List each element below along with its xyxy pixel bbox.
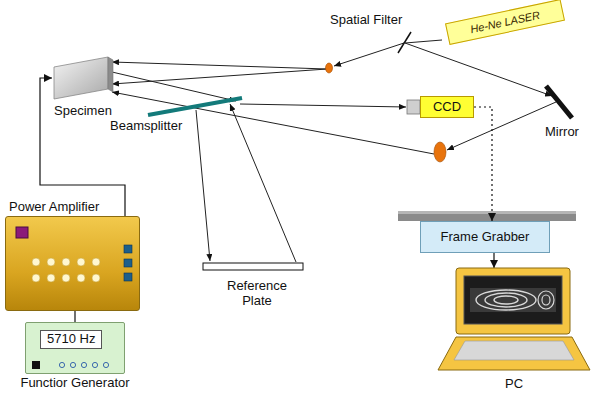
caption-text: PC [505,377,523,392]
pc-illustration [438,268,590,374]
heading-text: Power Amplifier [9,200,99,215]
power-amplifier: Power Amplifier [5,216,140,311]
amp-illustration [6,217,139,310]
beam-splitter-small [398,32,411,53]
part-label: Mirror [545,125,579,140]
frame-grabber-shelf [398,211,576,221]
function-generator: 5710 HzFunctior Generator [25,322,125,374]
part-label: Beamsplitter [110,119,182,134]
laser-box: He-Ne LASER [445,0,565,45]
specimen-illustration [52,55,114,101]
caption-text: Specimen [54,104,112,119]
expanding-lens [434,142,446,162]
frame-grabber-shelf-top [398,211,576,214]
spatial-filter-lens [326,63,333,73]
reference-plate [203,263,303,270]
box-text: CCD [433,100,461,115]
connector [74,311,75,322]
display-readout: 5710 Hz [40,330,102,349]
box-text: Frame Grabber [441,230,530,245]
specimen-plate: Specimen [52,55,114,101]
beamsplitter-plate [148,98,242,115]
laptop-pc: PC [438,268,590,374]
mirror [546,86,572,118]
connector [493,253,494,268]
frame-grabber-box: Frame Grabber [420,221,550,253]
connector [474,107,492,221]
part-label: Reference Plate [222,279,292,309]
part-label: Spatial Filter [330,13,402,28]
box-text: He-Ne LASER [469,8,541,35]
connector [40,78,125,216]
light-beams [112,40,556,262]
caption-text: Functior Generator [20,376,129,391]
ccd-lens [407,100,420,114]
ccd-camera: CCD [420,96,474,118]
